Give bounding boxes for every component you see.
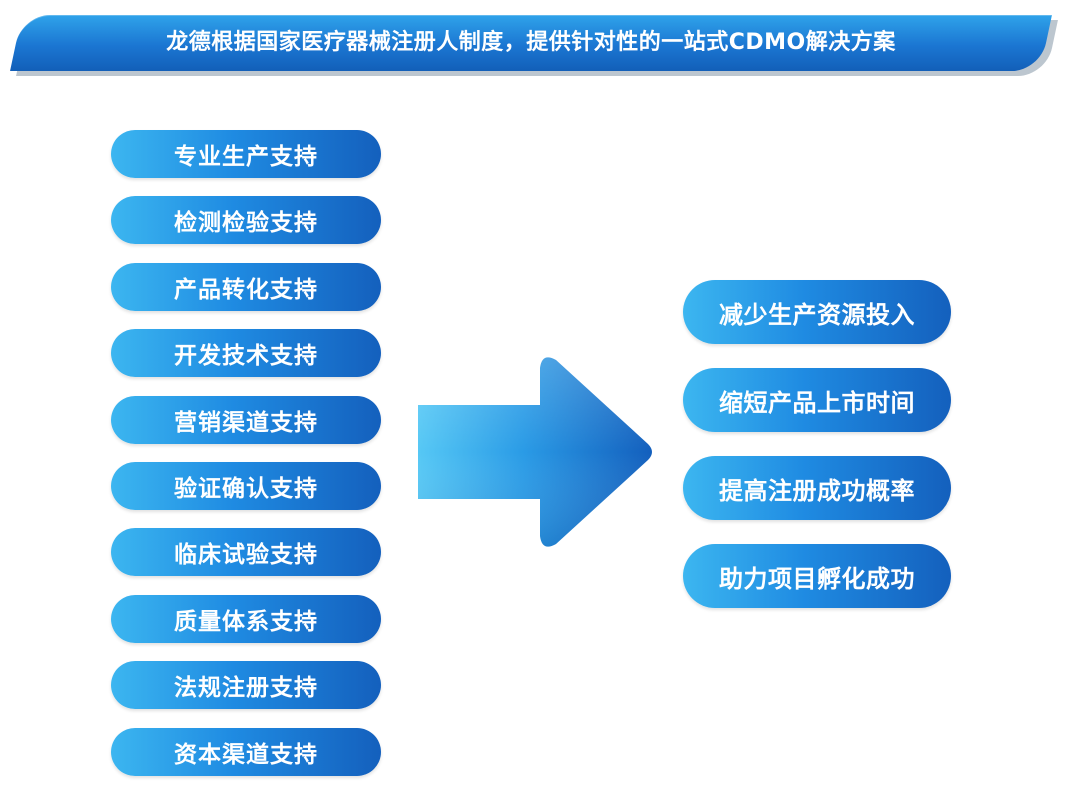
benefit-item-incubation: 助力项目孵化成功	[683, 544, 951, 608]
support-item-quality: 质量体系支持	[111, 594, 381, 643]
support-item-transformation: 产品转化支持	[111, 262, 381, 311]
benefit-list: 减少生产资源投入 缩短产品上市时间 提高注册成功概率 助力项目孵化成功	[683, 280, 951, 632]
support-list: 专业生产支持 检测检验支持 产品转化支持 开发技术支持 营销渠道支持 验证确认支…	[111, 130, 381, 794]
support-item-production: 专业生产支持	[111, 130, 381, 178]
benefit-item-raise-success: 提高注册成功概率	[683, 456, 951, 520]
support-item-development: 开发技术支持	[111, 329, 381, 378]
benefit-item-shorten-time: 缩短产品上市时间	[683, 368, 951, 432]
arrow-shape	[418, 357, 652, 547]
support-item-regulatory: 法规注册支持	[111, 661, 381, 710]
support-item-testing: 检测检验支持	[111, 196, 381, 245]
support-item-validation: 验证确认支持	[111, 461, 381, 510]
benefit-item-reduce-resources: 减少生产资源投入	[683, 280, 951, 344]
support-item-clinical: 临床试验支持	[111, 528, 381, 577]
support-item-marketing: 营销渠道支持	[111, 395, 381, 444]
page-title: 龙德根据国家医疗器械注册人制度，提供针对性的一站式CDMO解决方案	[166, 30, 896, 55]
support-item-capital: 资本渠道支持	[111, 727, 381, 776]
